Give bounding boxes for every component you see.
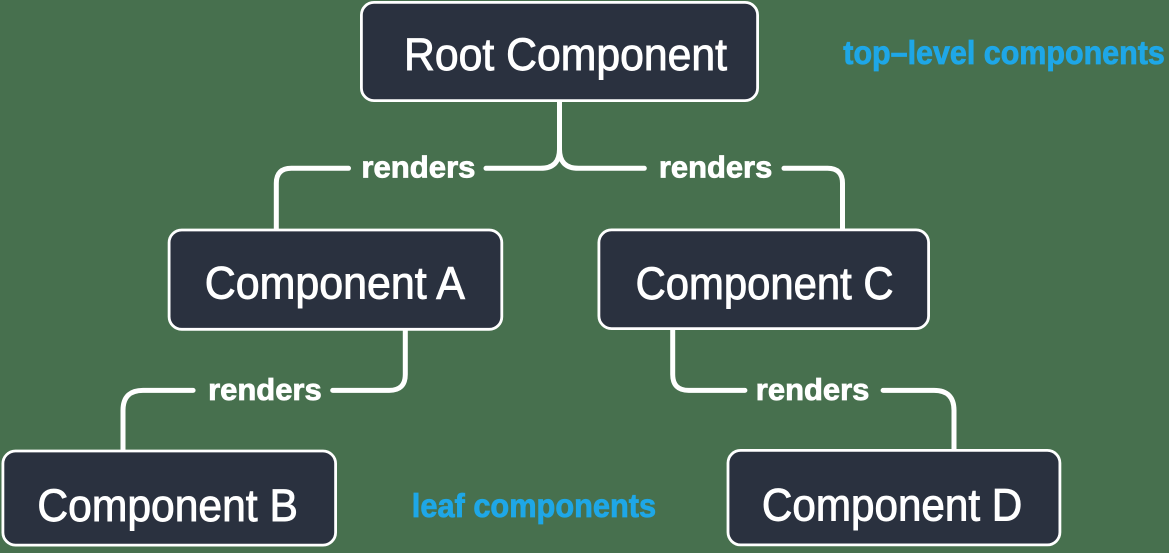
svg-text:Component B: Component B [37,480,298,531]
svg-text:leaf components: leaf components [412,487,656,524]
svg-text:renders: renders [208,372,322,407]
svg-text:renders: renders [659,150,772,185]
svg-text:Component D: Component D [762,480,1022,531]
svg-text:renders: renders [361,150,475,185]
svg-text:Component C: Component C [636,258,894,309]
svg-text:top–level components: top–level components [843,34,1165,71]
svg-text:Component A: Component A [205,258,465,309]
svg-text:Root Component: Root Component [404,29,727,80]
svg-text:renders: renders [756,372,870,407]
